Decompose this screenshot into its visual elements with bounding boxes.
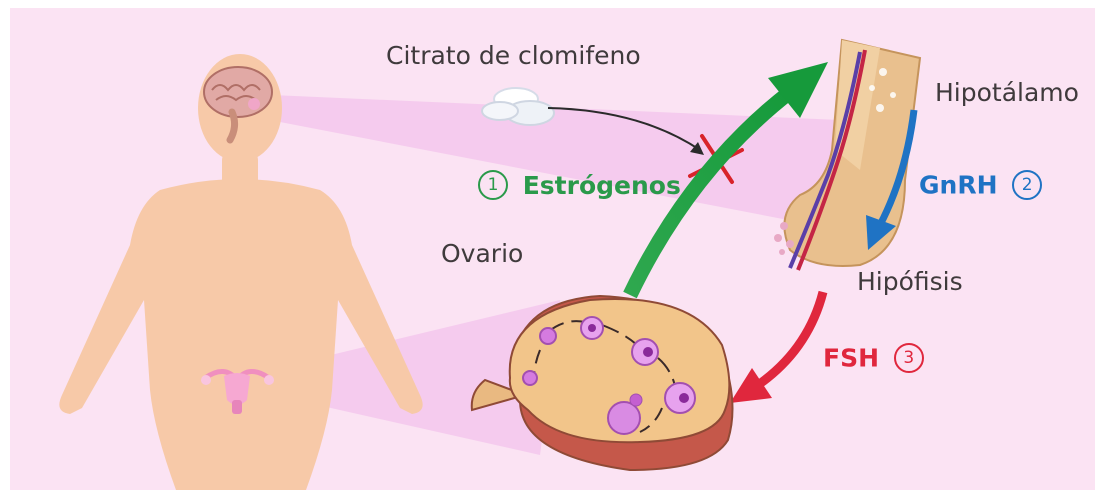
step-3-badge: 3 bbox=[893, 343, 924, 373]
gnrh-step-label: GnRH 2 bbox=[919, 170, 1043, 200]
ovary-label: Ovario bbox=[441, 239, 524, 268]
drug-action-arrow bbox=[547, 107, 701, 151]
pills-icon bbox=[481, 87, 555, 126]
step-1-badge: 1 bbox=[478, 170, 508, 200]
brain-icon bbox=[203, 66, 273, 144]
gnrh-arrow bbox=[876, 109, 918, 227]
fsh-label: FSH bbox=[823, 343, 880, 373]
step-2-badge: 2 bbox=[1012, 170, 1043, 200]
gnrh-label: GnRH bbox=[919, 170, 998, 200]
estrogens-arrow bbox=[623, 86, 795, 299]
pituitary-label: Hipófisis bbox=[857, 267, 963, 296]
ovary-illustration bbox=[470, 294, 734, 472]
uterus-icon bbox=[201, 369, 274, 414]
estrogens-step-label: 1 Estrógenos bbox=[478, 170, 681, 200]
drug-label: Citrato de clomifeno bbox=[386, 41, 641, 70]
fsh-arrow bbox=[755, 290, 828, 389]
hypothalamus-label: Hipotálamo bbox=[935, 78, 1079, 107]
fsh-step-label: FSH 3 bbox=[823, 343, 924, 373]
estrogens-label: Estrógenos bbox=[522, 170, 681, 200]
